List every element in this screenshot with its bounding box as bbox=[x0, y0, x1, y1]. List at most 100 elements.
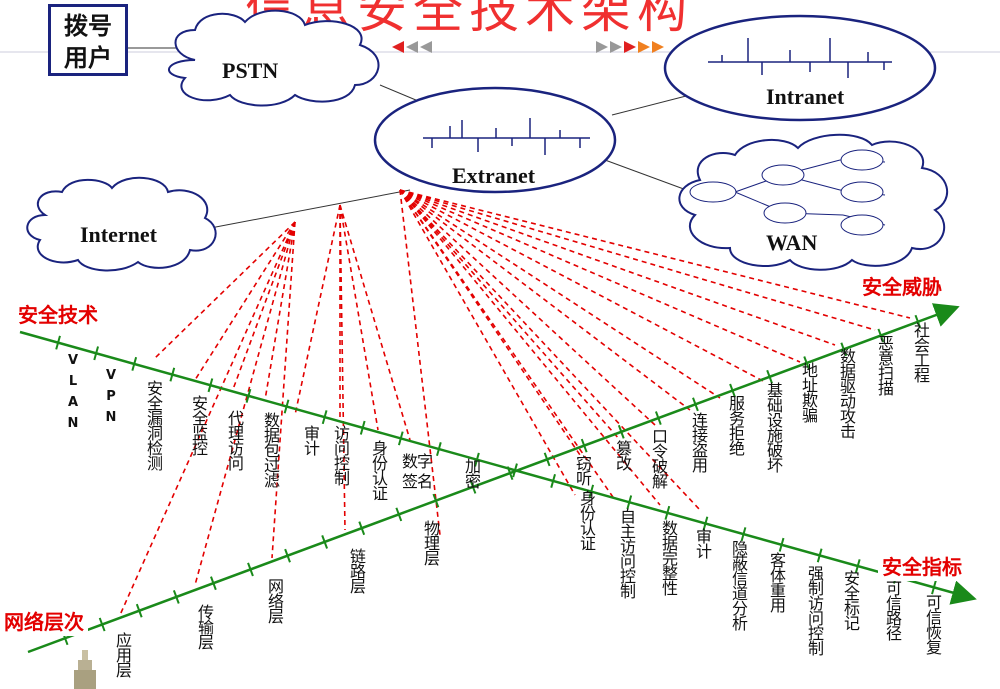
security-threat-title: 安全威胁 bbox=[858, 270, 946, 301]
wan-graph bbox=[689, 149, 886, 236]
layer-axis-tick bbox=[469, 479, 477, 494]
indicator-item-mandatory-access: 强制访问控制 bbox=[805, 565, 824, 655]
threat-item-data-driven-attack: 数据驱动攻击 bbox=[837, 348, 856, 438]
tech-axis-tick bbox=[474, 452, 480, 467]
tech-axis-tick bbox=[931, 580, 937, 595]
pstn-cloud bbox=[168, 9, 380, 107]
axis-ticks bbox=[55, 314, 937, 646]
layer-axis-tick bbox=[840, 342, 848, 357]
layer-axis-tick bbox=[766, 369, 773, 384]
pstn-label: PSTN bbox=[222, 58, 279, 83]
tech-axis-tick bbox=[207, 378, 214, 393]
network-layer-axis bbox=[27, 303, 960, 654]
intranet-label: Intranet bbox=[766, 84, 845, 109]
extranet-label: Extranet bbox=[452, 163, 536, 188]
layer-axis-tick bbox=[321, 535, 329, 549]
tech-axis-tick bbox=[550, 473, 556, 488]
wan-cloud bbox=[678, 133, 949, 271]
layer-axis-tick bbox=[358, 521, 366, 536]
layer-axis-tick bbox=[98, 617, 106, 632]
layer-axis-tick bbox=[580, 438, 588, 453]
tech-axis-tick bbox=[740, 527, 747, 542]
threat-item-connection-hijack: 连接盗用 bbox=[689, 412, 708, 472]
layer-item-transport: 传输层 bbox=[195, 604, 214, 649]
security-technology-title: 安全技术 bbox=[14, 298, 102, 329]
triangle-decoration bbox=[392, 41, 664, 53]
tech-item-audit: 审计 bbox=[301, 425, 320, 455]
tech-item-vpn: VPN bbox=[104, 365, 118, 428]
tech-item-vuln-scan: 安全漏洞检测 bbox=[144, 380, 163, 470]
layer-axis-tick bbox=[432, 493, 440, 508]
tech-item-proxy: 代理访问 bbox=[225, 410, 244, 470]
tech-item-packet-filter: 数据包过滤 bbox=[261, 412, 280, 487]
internet-label: Internet bbox=[80, 222, 157, 247]
layer-axis-tick bbox=[210, 576, 217, 591]
layer-item-physical: 物理层 bbox=[421, 520, 440, 565]
tech-axis-tick bbox=[436, 442, 442, 457]
layer-axis-tick bbox=[654, 411, 662, 425]
internet-cloud bbox=[26, 176, 217, 272]
tech-item-authentication: 身份认证 bbox=[369, 440, 388, 500]
layer-axis-tick bbox=[803, 356, 811, 370]
axes bbox=[19, 303, 977, 654]
tech-axis-tick bbox=[55, 335, 61, 350]
intranet-bus bbox=[708, 38, 892, 78]
threat-item-tamper: 篡改 bbox=[613, 440, 632, 470]
layer-axis-tick bbox=[729, 383, 736, 398]
threat-links bbox=[119, 189, 911, 616]
extranet-ellipse bbox=[373, 86, 617, 194]
threat-item-password-crack: 口令破解 bbox=[649, 428, 668, 488]
tech-axis-tick bbox=[512, 463, 518, 478]
indicator-item-data-integrity: 数据完整性 bbox=[659, 520, 678, 595]
tech-item-digital-signature: 数字签名 bbox=[402, 452, 442, 492]
indicator-item-discretionary-access: 自主访问控制 bbox=[617, 508, 636, 598]
tech-axis-tick bbox=[93, 346, 100, 361]
tech-axis-tick bbox=[626, 495, 633, 510]
tech-item-vlan: VLAN bbox=[66, 350, 80, 434]
tech-axis-tick bbox=[816, 548, 823, 563]
tech-axis-tick bbox=[359, 420, 366, 435]
layer-axis-tick bbox=[692, 397, 699, 412]
tech-axis-tick bbox=[778, 537, 785, 552]
layer-axis-tick bbox=[914, 314, 922, 329]
threat-item-infrastructure-damage: 基础设施破坏 bbox=[764, 382, 783, 472]
layer-axis-tick bbox=[135, 603, 143, 618]
intranet-ellipse bbox=[663, 14, 937, 122]
indicator-item-audit: 审计 bbox=[693, 528, 712, 558]
tech-axis-tick bbox=[588, 484, 595, 499]
tech-item-vlan-text: VLAN bbox=[67, 353, 79, 431]
indicator-item-trusted-recovery: 可信恢复 bbox=[923, 594, 942, 654]
indicator-item-covert-channel: 隐蔽信道分析 bbox=[729, 540, 748, 630]
layer-axis-tick bbox=[543, 452, 551, 467]
indicator-item-trusted-path: 可信路径 bbox=[883, 580, 902, 640]
tech-axis-tick bbox=[702, 516, 709, 531]
tech-axis-tick bbox=[854, 559, 861, 574]
layer-axis-tick bbox=[284, 548, 291, 563]
layer-axis-tick bbox=[617, 424, 625, 439]
layer-item-network: 网络层 bbox=[265, 578, 284, 623]
tech-item-monitoring: 安全监控 bbox=[189, 395, 208, 455]
indicator-item-authentication: 身份认证 bbox=[577, 490, 596, 550]
layer-axis-tick bbox=[877, 328, 885, 343]
layer-axis-tick bbox=[506, 466, 514, 481]
tech-item-vpn-text: VPN bbox=[105, 368, 117, 425]
threat-item-address-spoof: 地址欺骗 bbox=[799, 362, 818, 422]
tech-axis-tick bbox=[245, 388, 252, 403]
tech-axis-tick bbox=[397, 431, 404, 446]
layer-item-link: 链路层 bbox=[347, 548, 366, 593]
layer-axis-tick bbox=[395, 507, 403, 522]
network-layer-title: 网络层次 bbox=[0, 605, 88, 636]
security-technology-axis bbox=[19, 330, 977, 605]
tech-axis-tick bbox=[321, 410, 328, 425]
wan-label: WAN bbox=[766, 230, 818, 255]
tech-axis-tick bbox=[169, 367, 176, 382]
tech-item-access-control: 访问控制 bbox=[331, 425, 350, 485]
tech-item-encryption: 加密 bbox=[462, 458, 481, 488]
indicator-item-object-reuse: 客体重用 bbox=[767, 552, 786, 612]
indicator-item-security-label: 安全标记 bbox=[841, 570, 860, 630]
tech-axis-tick bbox=[283, 399, 290, 414]
dialup-user-box: 拨号 用户 bbox=[48, 4, 128, 76]
layer-item-application: 应用层 bbox=[113, 632, 132, 677]
